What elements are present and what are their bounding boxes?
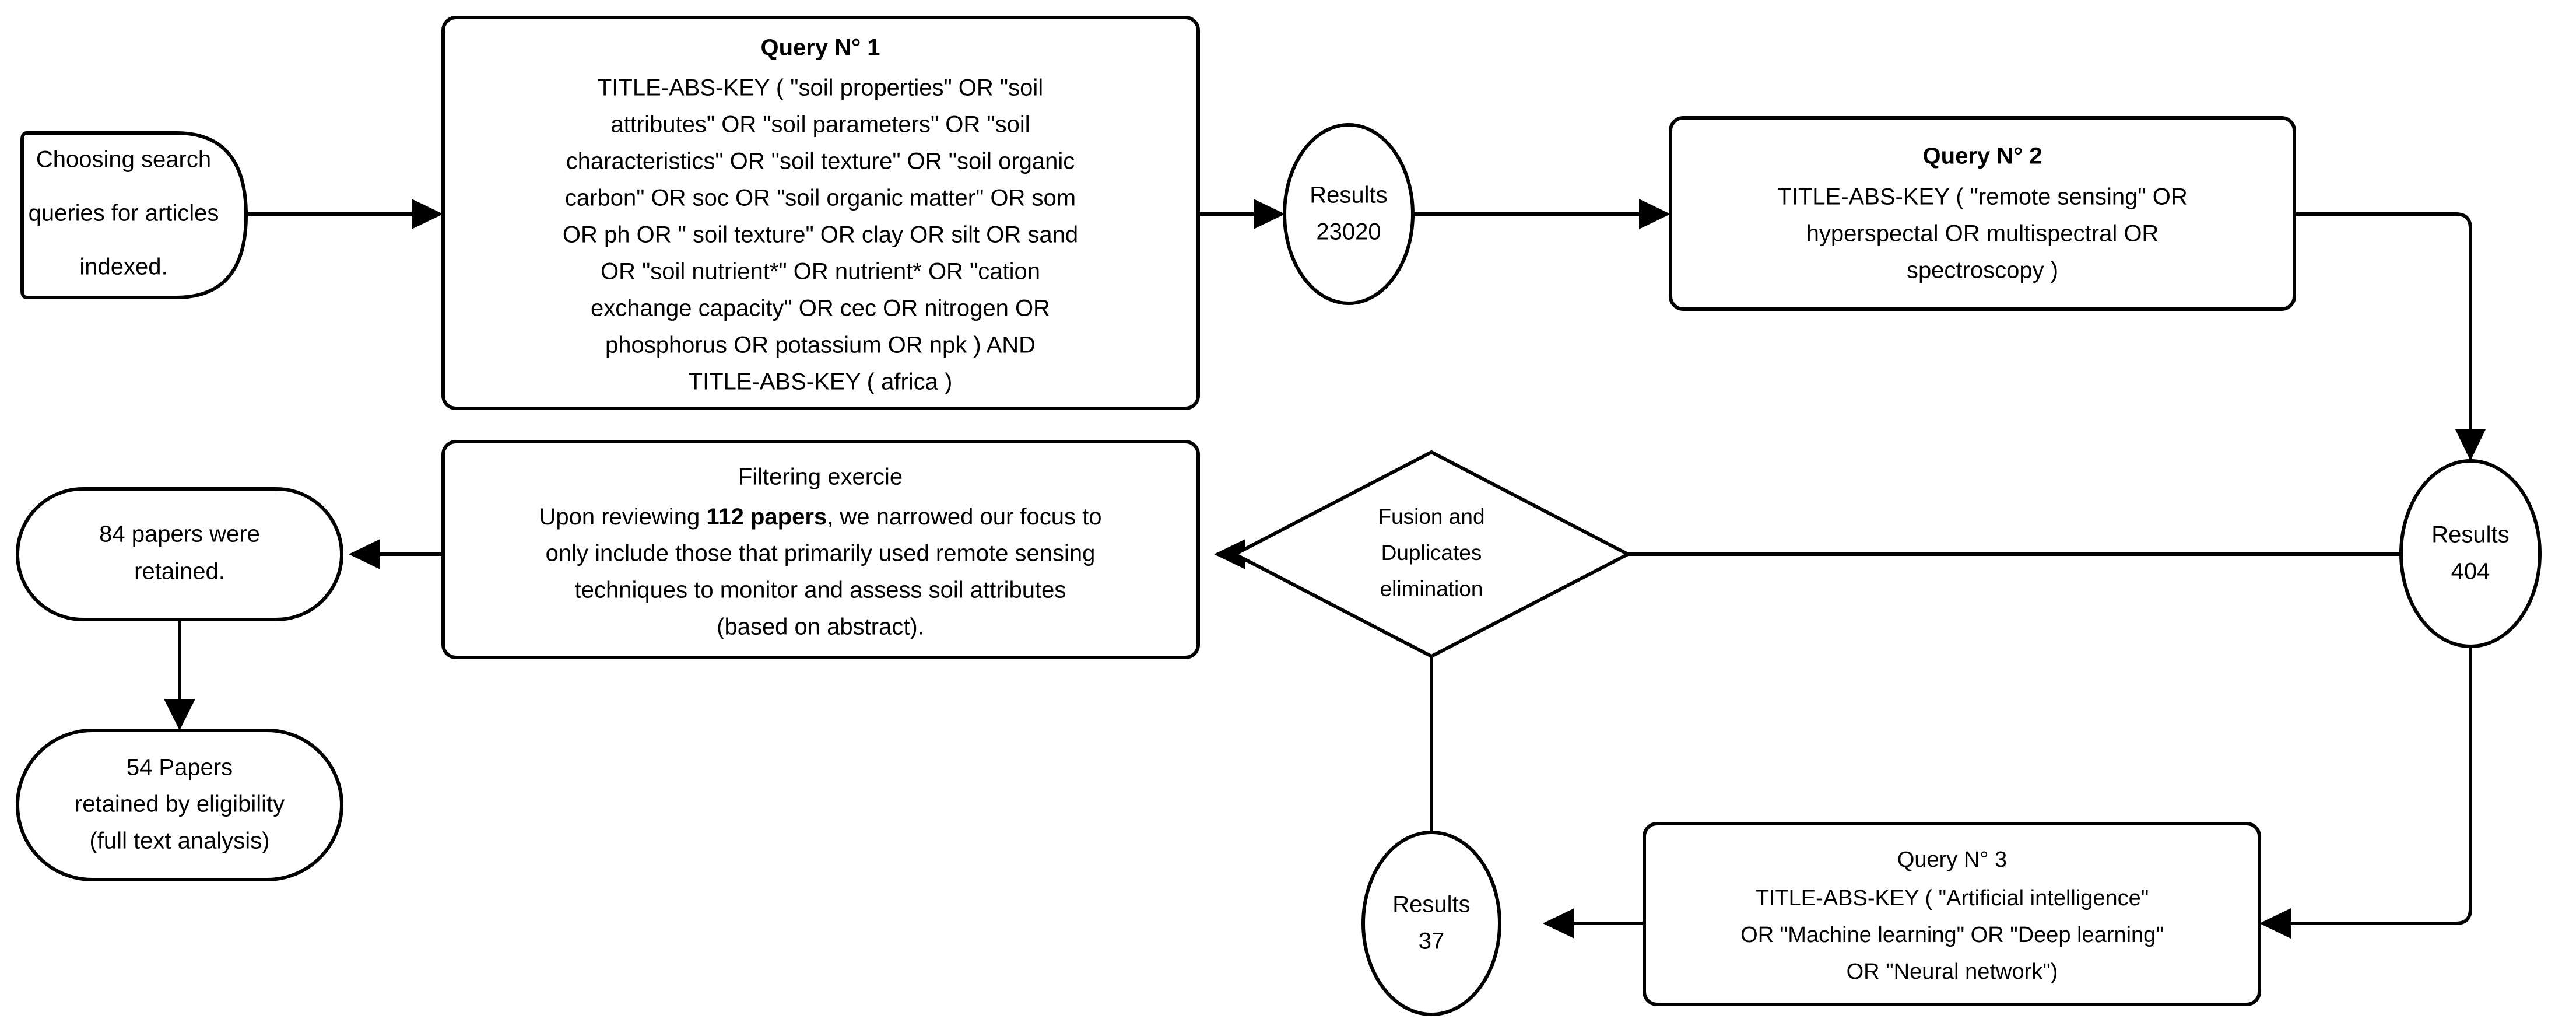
query2-line-0: TITLE-ABS-KEY ( "remote sensing" OR xyxy=(1777,184,2187,210)
results-23020-label: Results xyxy=(1310,183,1387,208)
query1-shape xyxy=(441,16,1200,410)
filtering-line-3: (based on abstract). xyxy=(717,614,924,640)
query3-heading: Query N° 3 xyxy=(1897,848,2007,872)
edge-query2-to-results404 xyxy=(2294,212,2486,461)
edge-retained84-to-retained54 xyxy=(164,620,195,730)
edge-filtering-to-retained84 xyxy=(349,539,443,569)
query2-line-2: spectroscopy ) xyxy=(1907,258,2058,284)
results-23020-count: 23020 xyxy=(1316,219,1381,245)
query1-line-7: phosphorus OR potassium OR npk ) AND xyxy=(605,332,1036,358)
node-results-404[interactable]: Results 404 xyxy=(2399,459,2542,648)
retained84-line-0: 84 papers were xyxy=(99,522,260,547)
query1-line-2: characteristics" OR "soil texture" OR "s… xyxy=(566,149,1075,174)
results-37-label: Results xyxy=(1392,892,1470,918)
start-shape xyxy=(20,131,248,299)
edge-query3-to-results37 xyxy=(1543,908,1644,939)
node-54-papers-eligibility[interactable]: 54 Papers retained by eligibility (full … xyxy=(16,729,343,881)
results-23020-shape xyxy=(1283,123,1415,305)
filtering-line-0: Upon reviewing 112 papers, we narrowed o… xyxy=(539,504,1101,530)
node-results-37[interactable]: Results 37 xyxy=(1361,831,1501,1016)
query1-line-4: OR ph OR " soil texture" OR clay OR silt… xyxy=(563,222,1078,248)
query2-heading: Query N° 2 xyxy=(1923,144,2042,169)
retained54-line-1: retained by eligibility xyxy=(75,792,285,817)
query3-line-1: OR "Machine learning" OR "Deep learning" xyxy=(1740,923,2164,947)
query1-line-0: TITLE-ABS-KEY ( "soil properties" OR "so… xyxy=(598,75,1043,101)
connectors-layer xyxy=(164,199,2486,939)
results-404-count: 404 xyxy=(2451,559,2490,584)
results-404-label: Results xyxy=(2431,522,2509,548)
query2-shape xyxy=(1669,116,2296,311)
start-line-1: queries for articles xyxy=(29,201,219,226)
query1-line-6: exchange capacity" OR cec OR nitrogen OR xyxy=(591,296,1050,321)
node-start[interactable]: Choosing search queries for articles ind… xyxy=(20,131,248,299)
fusion-line-1: Duplicates xyxy=(1381,541,1482,565)
node-query1[interactable]: Query N° 1 TITLE-ABS-KEY ( "soil propert… xyxy=(441,16,1200,410)
retained54-line-2: (full text analysis) xyxy=(90,828,270,854)
query1-heading: Query N° 1 xyxy=(761,35,880,61)
query2-line-1: hyperspectal OR multispectral OR xyxy=(1806,221,2159,247)
query3-line-2: OR "Neural network") xyxy=(1847,960,2058,984)
filtering-line-1: only include those that primarily used r… xyxy=(546,541,1096,566)
node-84-papers-retained[interactable]: 84 papers were retained. xyxy=(16,487,343,621)
query1-line-8: TITLE-ABS-KEY ( africa ) xyxy=(689,369,953,395)
query1-line-5: OR "soil nutrient*" OR nutrient* OR "cat… xyxy=(601,259,1040,285)
query3-shape xyxy=(1643,822,2261,1006)
query3-line-0: TITLE-ABS-KEY ( "Artificial intelligence… xyxy=(1756,886,2149,911)
edge-query1-to-results1 xyxy=(1198,199,1285,229)
fusion-line-2: elimination xyxy=(1380,577,1483,601)
filtering-shape xyxy=(441,440,1200,659)
query1-line-1: attributes" OR "soil parameters" OR "soi… xyxy=(610,112,1030,138)
filtering-line-0-seg-0: Upon reviewing xyxy=(539,504,706,530)
start-line-0: Choosing search xyxy=(36,147,211,173)
retained84-shape xyxy=(16,487,343,621)
retained84-line-1: retained. xyxy=(134,559,225,584)
results-37-shape xyxy=(1361,831,1501,1016)
node-query2[interactable]: Query N° 2 TITLE-ABS-KEY ( "remote sensi… xyxy=(1669,116,2296,311)
retained54-shape xyxy=(16,729,343,881)
fusion-shape xyxy=(1233,450,1630,658)
node-results-23020[interactable]: Results 23020 xyxy=(1283,123,1415,305)
fusion-line-0: Fusion and xyxy=(1378,505,1484,528)
results-37-count: 37 xyxy=(1419,929,1445,954)
results-404-shape xyxy=(2399,459,2542,648)
retained54-line-0: 54 Papers xyxy=(127,755,233,780)
node-fusion-duplicates[interactable]: Fusion and Duplicates elimination xyxy=(1233,450,1630,658)
edge-results1-to-query2 xyxy=(1412,199,1670,229)
filtering-line-2: techniques to monitor and assess soil at… xyxy=(575,578,1066,603)
node-filtering-exercise[interactable]: Filtering exercie Upon reviewing 112 pap… xyxy=(441,440,1200,659)
edge-results404-to-query3 xyxy=(2259,646,2472,939)
start-line-2: indexed. xyxy=(79,254,167,280)
filtering-line-0-seg-2: , we narrowed our focus to xyxy=(827,504,1101,530)
query1-line-3: carbon" OR soc OR "soil organic matter" … xyxy=(565,186,1076,211)
filtering-heading: Filtering exercie xyxy=(738,464,903,490)
node-query3[interactable]: Query N° 3 TITLE-ABS-KEY ( "Artificial i… xyxy=(1643,822,2261,1006)
edge-start-to-query1 xyxy=(245,199,443,229)
filtering-line-0-seg-1: 112 papers xyxy=(706,504,827,530)
